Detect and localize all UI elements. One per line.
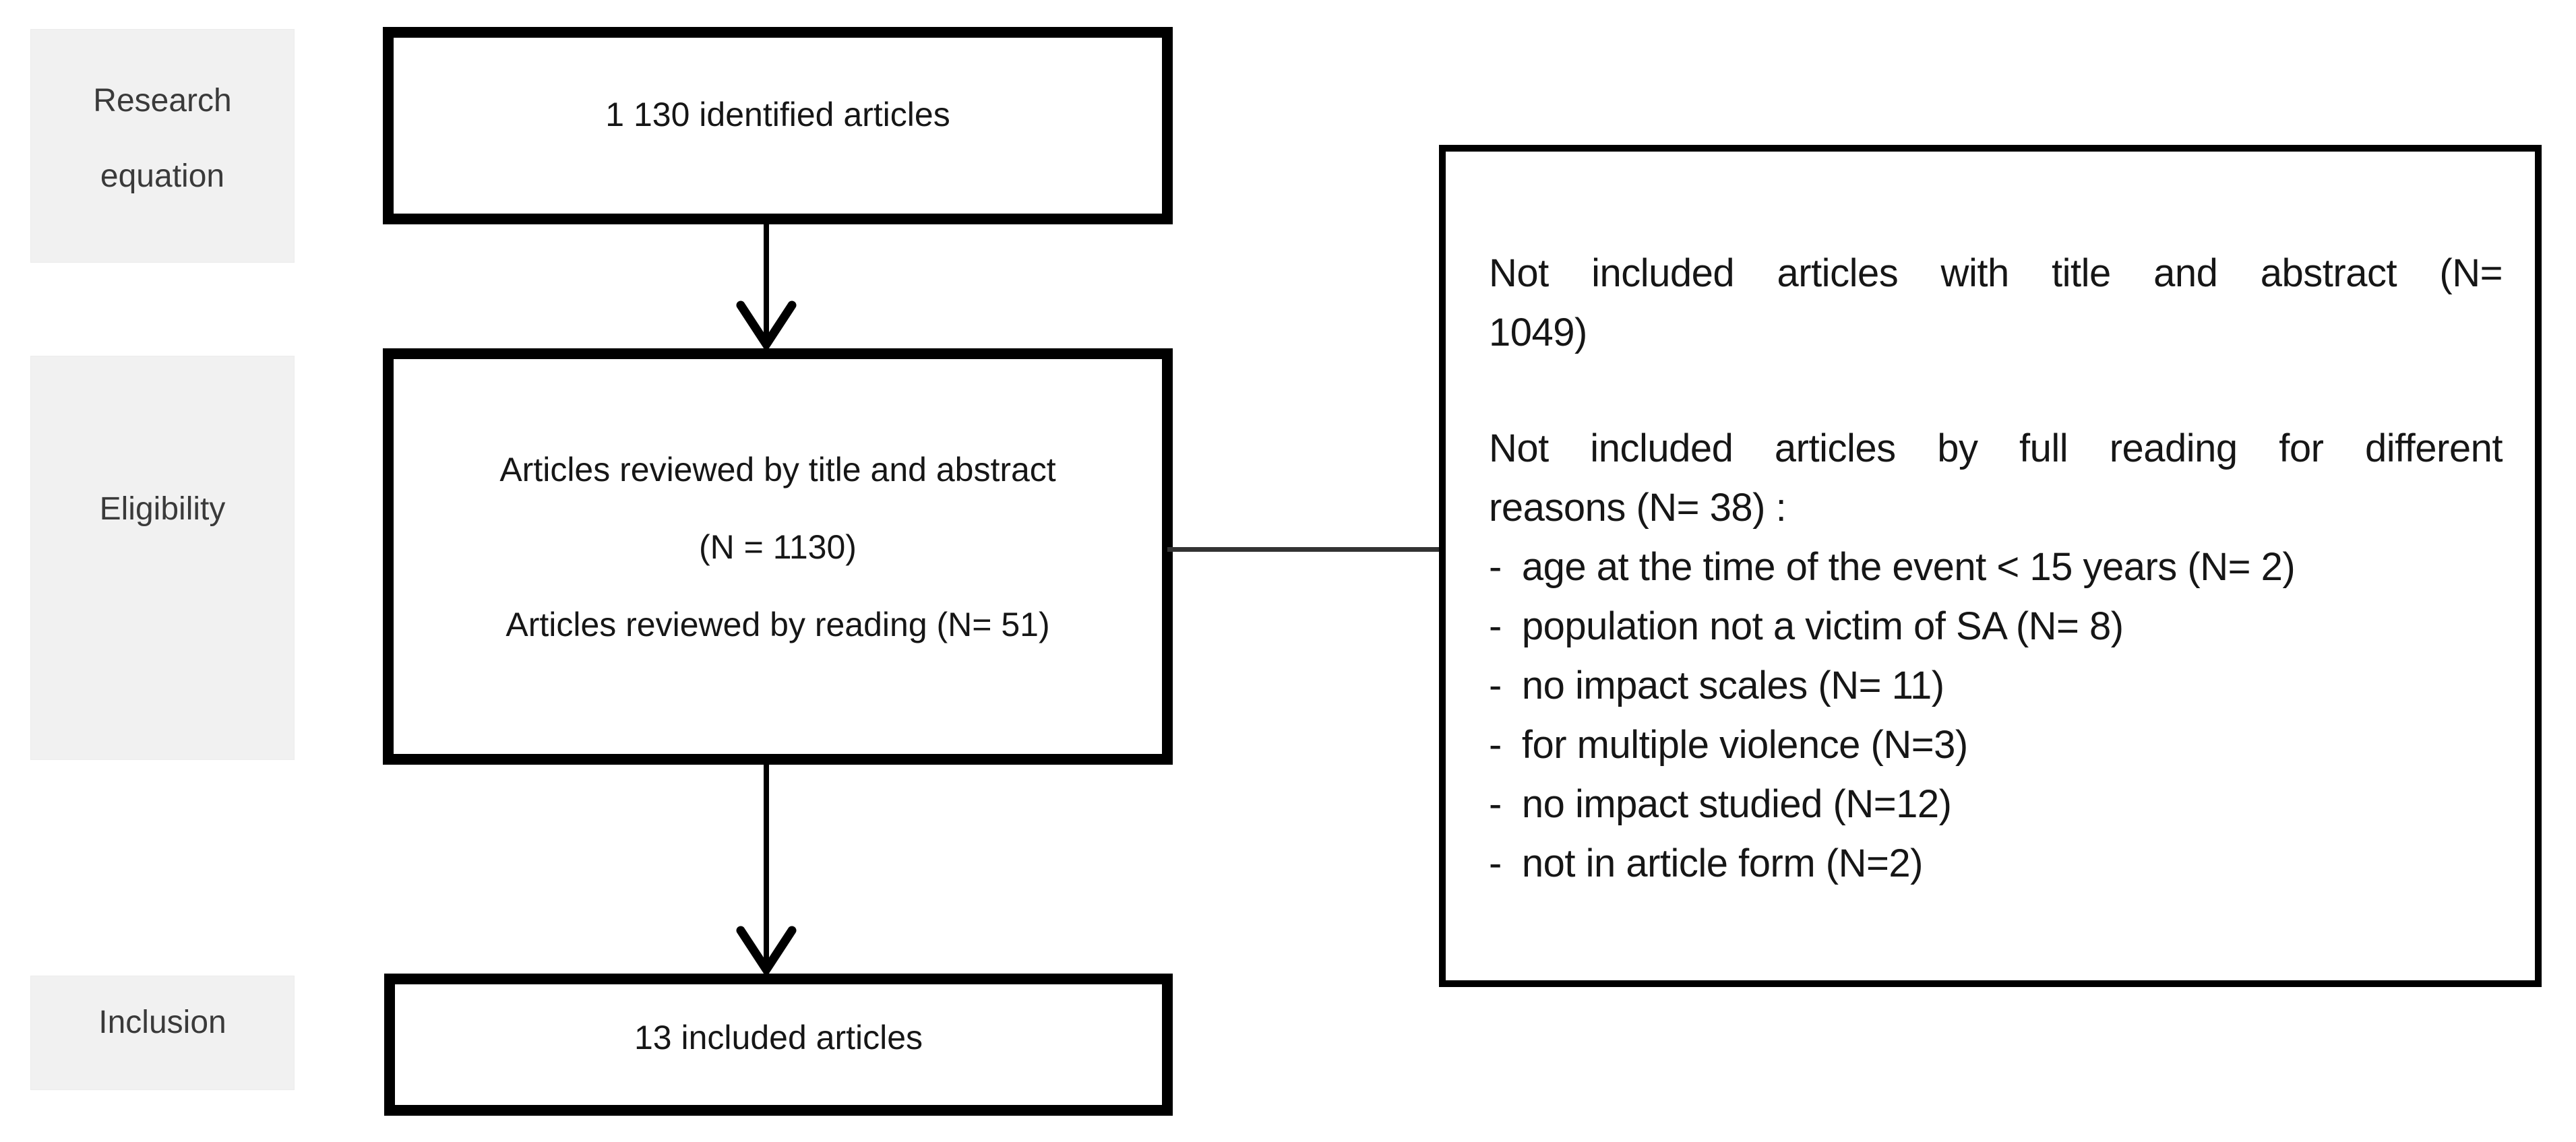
bullet-text: population not a victim of SA (N= 8)	[1521, 604, 2124, 648]
box-text-line: (N = 1130)	[699, 528, 857, 566]
bullet-text: not in article form (N=2)	[1521, 842, 1924, 885]
box-identified-articles: 1 130 identified articles	[383, 27, 1173, 224]
bullet-text: no impact scales (N= 11)	[1521, 664, 1944, 707]
bullet-dash: -	[1489, 723, 1502, 767]
down-arrow-icon	[736, 224, 797, 348]
bullet-text: no impact studied (N=12)	[1521, 782, 1952, 826]
exclusion-paragraph-full-reading: Not included articles by full reading fo…	[1489, 419, 2503, 538]
stage-label-research-equation: Research equation	[30, 29, 295, 263]
exclusion-paragraph-line: Not included articles by full reading fo…	[1489, 426, 2503, 470]
exclusion-bullet: -population not a victim of SA (N= 8)	[1489, 597, 2503, 656]
box-reviewed-articles: Articles reviewed by title and abstract …	[383, 348, 1173, 765]
stage-label-line: Eligibility	[99, 490, 226, 527]
box-text: 13 included articles	[634, 1019, 923, 1056]
box-text-line: Articles reviewed by reading (N= 51)	[505, 605, 1050, 643]
paragraph-spacer	[1489, 362, 2503, 419]
box-included-articles: 13 included articles	[384, 974, 1173, 1116]
bullet-dash: -	[1489, 782, 1502, 826]
exclusion-paragraph-line: 1049)	[1489, 311, 1587, 354]
bullet-dash: -	[1489, 545, 1502, 589]
exclusion-paragraph-line: reasons (N= 38) :	[1489, 486, 1787, 530]
stage-label-inclusion: Inclusion	[30, 976, 295, 1090]
box-text: 1 130 identified articles	[605, 96, 950, 133]
bullet-dash: -	[1489, 664, 1502, 707]
exclusion-paragraph-line: Not included articles with title and abs…	[1489, 251, 2503, 295]
stage-label-line: Inclusion	[98, 1004, 226, 1040]
bullet-dash: -	[1489, 842, 1502, 885]
exclusion-bullet: -no impact studied (N=12)	[1489, 775, 2503, 834]
exclusion-bullet: -age at the time of the event < 15 years…	[1489, 538, 2503, 597]
box-text-line: Articles reviewed by title and abstract	[499, 450, 1056, 488]
down-arrow-icon	[736, 765, 797, 974]
stage-label-eligibility: Eligibility	[30, 356, 295, 760]
bullet-dash: -	[1489, 604, 1502, 648]
exclusion-box: Not included articles with title and abs…	[1439, 145, 2542, 987]
connector-line	[1167, 547, 1439, 552]
exclusion-bullet: -for multiple violence (N=3)	[1489, 716, 2503, 775]
bullet-text: age at the time of the event < 15 years …	[1521, 545, 2296, 589]
stage-label-line: Research	[93, 82, 232, 119]
stage-label-line: equation	[100, 158, 225, 194]
bullet-text: for multiple violence (N=3)	[1521, 723, 1968, 767]
exclusion-paragraph-title-abstract: Not included articles with title and abs…	[1489, 244, 2503, 362]
exclusion-bullet: -no impact scales (N= 11)	[1489, 656, 2503, 716]
exclusion-bullet: -not in article form (N=2)	[1489, 834, 2503, 893]
